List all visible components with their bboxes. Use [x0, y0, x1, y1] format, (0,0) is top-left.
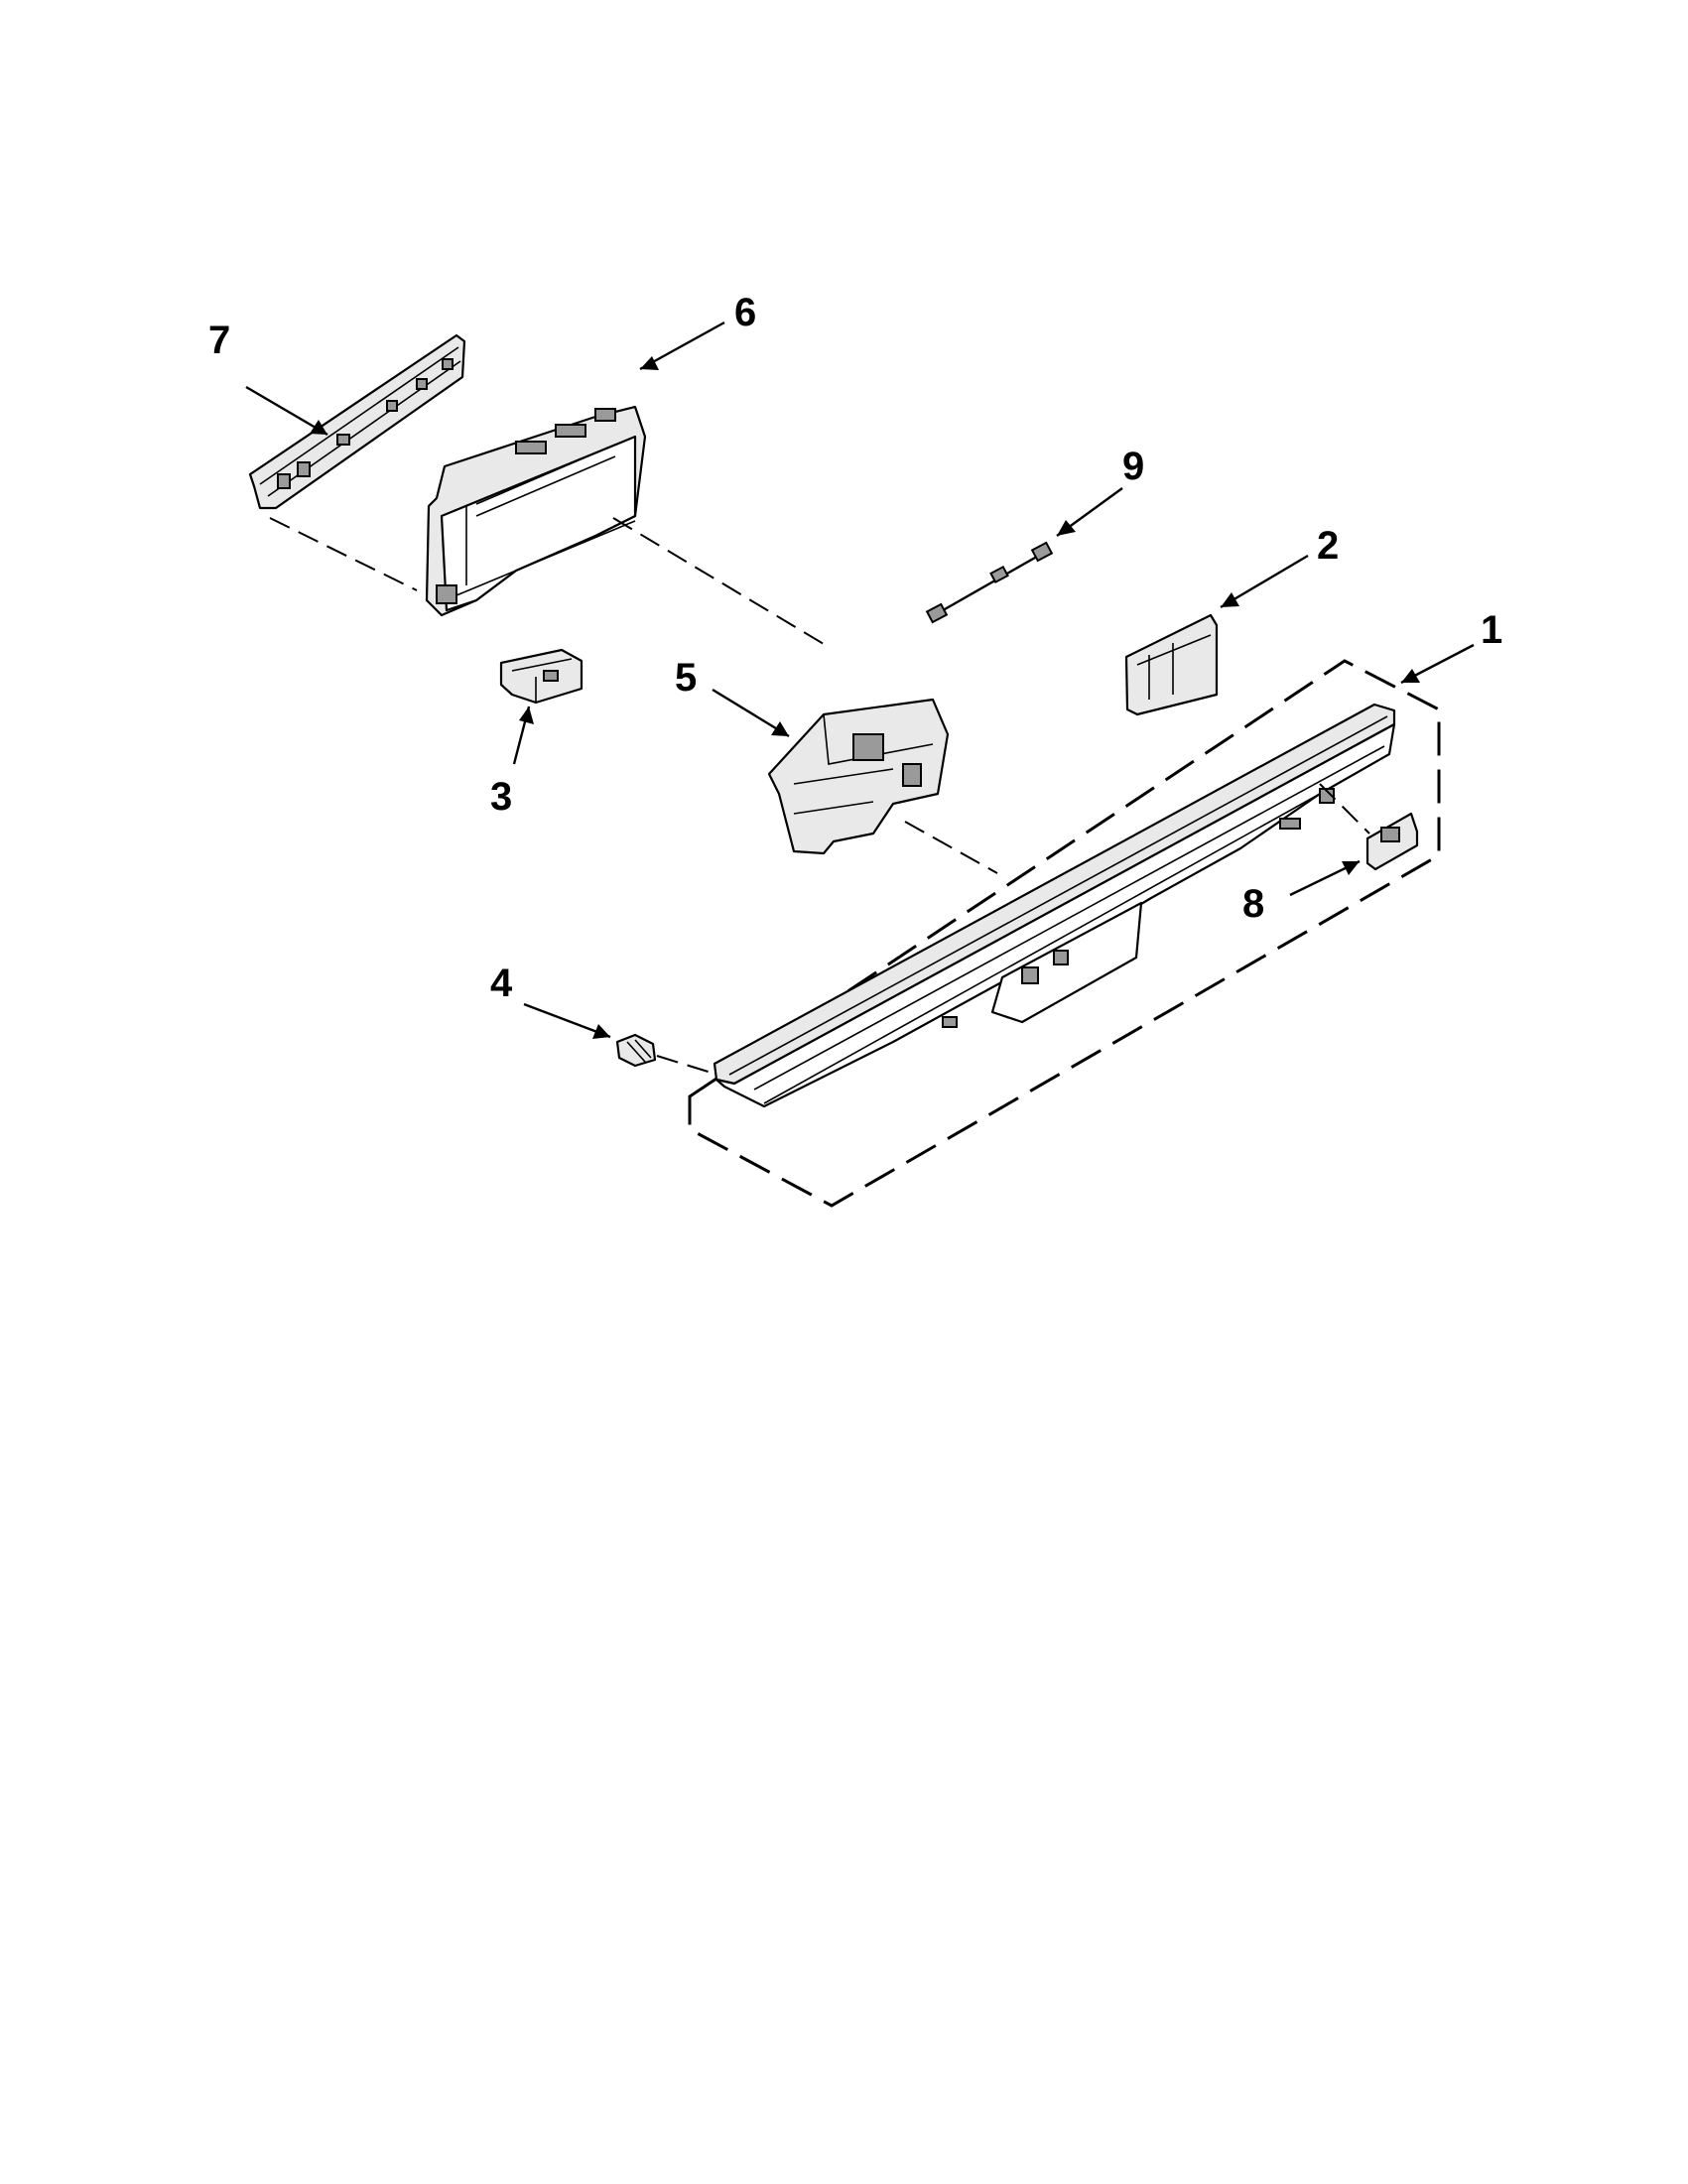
part-5-latch: [767, 698, 950, 855]
part-1-console: [713, 703, 1396, 1108]
part-1-assembly-outline: [688, 659, 1441, 1208]
part-9-wire-harness: [925, 541, 1054, 624]
dashed-line-5-to-1: [904, 821, 998, 874]
dashed-line-8-to-1: [1319, 783, 1370, 835]
leader-2: [1220, 554, 1309, 609]
dashed-line-4-to-1: [656, 1055, 715, 1075]
callout-8: 8: [1242, 882, 1264, 926]
part-7-bracket: [248, 333, 466, 510]
dashed-line-6-to-5: [612, 517, 830, 648]
leader-arrows: [245, 321, 1475, 1039]
callout-1: 1: [1481, 608, 1502, 652]
callout-5: 5: [675, 656, 697, 700]
part-4-screw: [615, 1033, 657, 1068]
callout-4: 4: [490, 962, 513, 1005]
callout-3: 3: [490, 775, 512, 819]
part-3-clip: [499, 648, 584, 705]
callout-6: 6: [734, 291, 756, 334]
leader-7: [245, 385, 328, 437]
part-8-board: [1365, 812, 1419, 871]
callout-7: 7: [208, 319, 230, 362]
callout-9: 9: [1122, 445, 1144, 488]
part-2-plate: [1124, 613, 1219, 716]
part-6-control-housing: [425, 405, 647, 617]
callout-2: 2: [1317, 524, 1339, 568]
dashed-line-7-to-6: [269, 517, 418, 591]
